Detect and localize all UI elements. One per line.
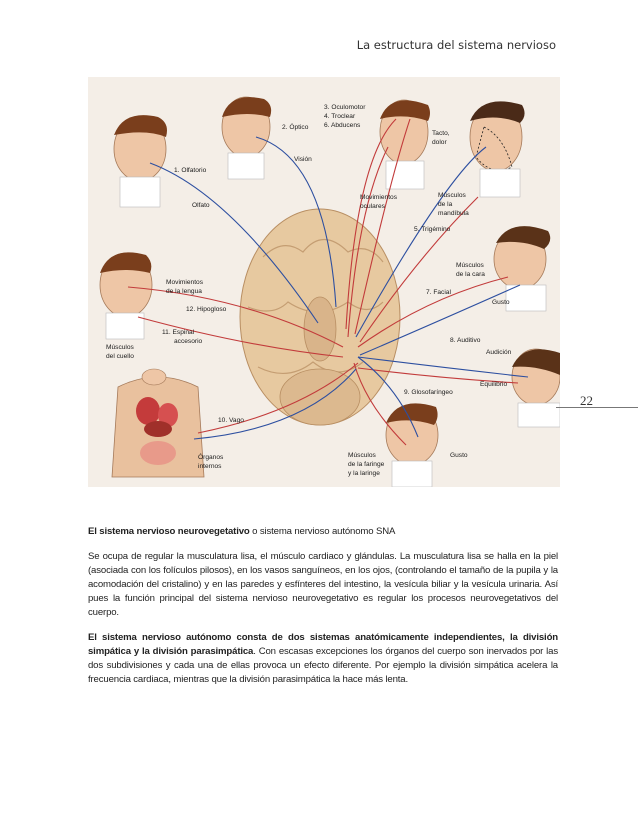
paragraph-musculatura: Se ocupa de regular la musculatura lisa,…: [88, 551, 558, 618]
label-musculos-mandibula-2: de la: [438, 201, 453, 208]
page-number-rule: [556, 407, 638, 408]
label-organos-1: Órganos: [198, 452, 224, 461]
divisiones-rest: . Con escasas excepciones los órganos de…: [88, 646, 558, 685]
label-auditivo: 8. Auditivo: [450, 337, 481, 344]
page-number: 22: [580, 393, 593, 408]
head-glosofaringeo: [385, 403, 439, 487]
label-vision: Visión: [294, 156, 312, 163]
head-trigemino: [469, 101, 525, 198]
head-olfatorio: [113, 115, 167, 208]
label-movimientos-lengua-1: Movimientos: [166, 279, 204, 286]
label-oculomotor: 3. Oculomotor: [324, 104, 366, 111]
label-optico: 2. Óptico: [282, 122, 309, 131]
heading-bold: El sistema nervioso neurovegetativo: [88, 526, 250, 537]
label-espinal-2: accesorio: [174, 338, 203, 345]
nerve-pathways: [127, 118, 529, 446]
label-troclear: 4. Troclear: [324, 113, 356, 120]
label-gusto-facial: Gusto: [492, 299, 510, 306]
label-movimientos-lengua-2: de la lengua: [166, 288, 202, 295]
paragraph-heading: El sistema nervioso neurovegetativo o si…: [88, 525, 558, 539]
heading-rest: o sistema nervioso autónomo SNA: [249, 526, 396, 537]
head-hipogloso: [99, 252, 153, 340]
page-header-title: La estructura del sistema nervioso: [356, 38, 556, 52]
label-tacto: Tacto,: [432, 130, 450, 137]
head-oculomotor: [379, 99, 430, 190]
label-organos-2: internos: [198, 463, 222, 470]
label-musculos-faringe-2: de la faringe: [348, 461, 385, 468]
head-facial: [493, 226, 551, 312]
label-movimientos-oculares-2: oculares: [360, 203, 386, 210]
label-musculos-cara-1: Músculos: [456, 262, 485, 269]
label-facial: 7. Facial: [426, 289, 451, 296]
divisiones-bold: El sistema nervioso autónomo consta de d…: [88, 632, 558, 657]
label-dolor: dolor: [432, 139, 447, 146]
label-olfatorio: 1. Olfatorio: [174, 167, 207, 174]
label-audicion: Audición: [486, 349, 512, 356]
label-vago: 10. Vago: [218, 417, 244, 424]
paragraph-divisiones: El sistema nervioso autónomo consta de d…: [88, 631, 558, 687]
label-musculos-cuello-1: Músculos: [106, 344, 135, 351]
label-glosofaringeo: 9. Glosofaríngeo: [404, 389, 453, 396]
label-gusto-glosofaringeo: Gusto: [450, 452, 468, 459]
head-auditivo: [511, 348, 560, 428]
cranial-nerves-illustration: 3. Oculomotor 4. Troclear 6. Abducens 2.…: [88, 77, 560, 487]
label-movimientos-oculares-1: Movimientos: [360, 194, 398, 201]
body-text: El sistema nervioso neurovegetativo o si…: [88, 525, 558, 698]
label-musculos-faringe-1: Músculos: [348, 452, 377, 459]
head-optico: [221, 96, 272, 180]
label-espinal-1: 11. Espinal: [162, 329, 195, 336]
label-trigemino: 5. Trigémino: [414, 226, 451, 233]
label-equilibrio: Equilibrio: [480, 381, 507, 388]
cranial-nerves-diagram: 3. Oculomotor 4. Troclear 6. Abducens 2.…: [99, 96, 560, 487]
label-musculos-mandibula-1: Músculos: [438, 192, 467, 199]
torso-organos-internos: [111, 368, 205, 478]
label-musculos-faringe-3: y la laringe: [348, 470, 380, 477]
label-musculos-cuello-2: del cuello: [106, 353, 134, 360]
label-abducens: 6. Abducens: [324, 122, 361, 129]
label-olfato: Olfato: [192, 202, 210, 209]
label-hipogloso: 12. Hipogloso: [186, 306, 227, 313]
label-musculos-mandibula-3: mandíbula: [438, 210, 469, 217]
label-musculos-cara-2: de la cara: [456, 271, 485, 278]
